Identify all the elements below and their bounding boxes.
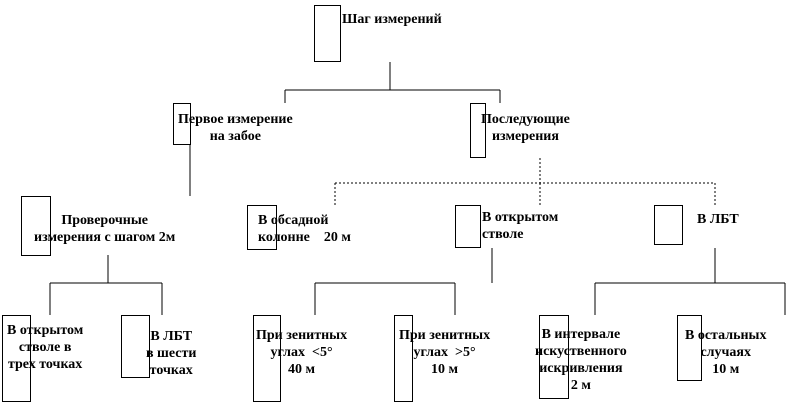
other-box [677, 315, 702, 381]
root-label: Шаг измерений [342, 12, 442, 27]
open-hole-label: В открытом стволе [482, 210, 559, 242]
lbt-box [654, 205, 683, 245]
zenith-lt5-label: При зенитных углах <5° 40 м [256, 328, 348, 377]
lbt-label: В ЛБТ [697, 212, 739, 227]
zenith-lt5-box [253, 315, 281, 402]
next-measures-box [470, 103, 486, 158]
lbt-6pts-box [121, 315, 150, 378]
zenith-gt5-box [394, 315, 413, 402]
check-measures-box [21, 196, 51, 256]
other-label: В остальных случаях 10 м [685, 328, 767, 377]
next-measures-label: Последующие измерения [481, 112, 570, 144]
open-3pts-label: В открытом стволе в трех точках [7, 323, 84, 372]
first-measure-box [173, 103, 191, 145]
open-hole-box [455, 205, 481, 248]
zenith-gt5-label: При зенитных углах >5° 10 м [399, 328, 491, 377]
artificial-label: В интервале искуственного искривления 2 … [535, 327, 627, 393]
lbt-6pts-label: В ЛБТ в шести точках [146, 329, 197, 378]
casing-box [247, 205, 277, 250]
first-measure-label: Первое измерение на забое [178, 112, 293, 144]
check-measures-label: Проверочные измерения с шагом 2м [34, 213, 176, 245]
artificial-box [539, 315, 569, 399]
casing-label: В обсадной колонне 20 м [258, 213, 351, 245]
root-box [314, 5, 341, 62]
open-3pts-box [2, 315, 31, 402]
